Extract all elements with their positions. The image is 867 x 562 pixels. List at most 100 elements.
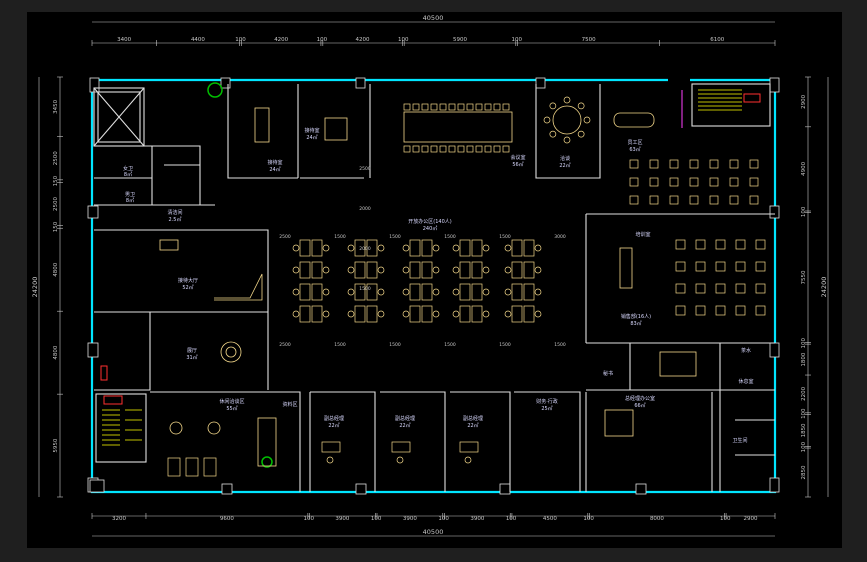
armchair <box>203 457 217 477</box>
chair <box>669 177 679 187</box>
chair <box>629 177 639 187</box>
chair <box>464 456 472 464</box>
chair <box>466 103 474 111</box>
dimension-label: 1500 <box>334 342 346 348</box>
dimension-label: 4900 <box>801 161 807 175</box>
dimension-label: 2500 <box>279 234 291 240</box>
dimension-label: 4800 <box>53 262 59 276</box>
chair <box>493 145 501 153</box>
dimension-label: 100 <box>438 516 449 522</box>
dimension-label: 2900 <box>801 94 807 108</box>
dimension-label: 3900 <box>403 516 417 522</box>
left-total-dim: 24200 <box>31 277 39 298</box>
chair <box>475 103 483 111</box>
dimension-label: 100 <box>235 37 246 43</box>
chair <box>457 145 465 153</box>
room-name-gm3: 副总经理 <box>463 415 483 422</box>
dimension-label: 2900 <box>744 516 758 522</box>
top-total-dim: 40500 <box>423 14 444 22</box>
room-name-open-office: 开放办公区(140人) <box>408 218 451 225</box>
dimension-label: 6100 <box>710 37 724 43</box>
desk <box>391 441 411 453</box>
chair <box>439 103 447 111</box>
room-area-open-office: 240㎡ <box>423 225 438 232</box>
chair <box>432 266 440 274</box>
chairs <box>167 96 766 477</box>
chair <box>475 145 483 153</box>
room-area-exhibition: 31㎡ <box>186 354 197 361</box>
dimension-label: 1500 <box>389 234 401 240</box>
chair <box>347 244 355 252</box>
chair <box>377 288 385 296</box>
room-area-toilet-m: 8㎡ <box>126 197 134 204</box>
chair <box>402 288 410 296</box>
chair <box>715 239 726 250</box>
desk <box>321 441 341 453</box>
chair <box>649 159 659 169</box>
dimension-label: 1500 <box>499 234 511 240</box>
chair <box>448 103 456 111</box>
chair <box>504 288 512 296</box>
dimension-label: 2200 <box>801 386 807 400</box>
chair <box>292 244 300 252</box>
room-name-lobby: 接待大厅 <box>178 277 198 284</box>
desk <box>459 441 479 453</box>
chair <box>402 266 410 274</box>
chair <box>669 159 679 169</box>
room-name-washroom: 清洁间 <box>167 209 182 216</box>
chair <box>292 266 300 274</box>
chair <box>729 159 739 169</box>
desk <box>421 305 433 323</box>
room-area-washroom: 2.5㎡ <box>169 216 182 223</box>
dimension-label: 4500 <box>543 516 557 522</box>
dimension-label: 100 <box>583 516 594 522</box>
armchair <box>167 457 181 477</box>
desk <box>299 239 311 257</box>
dimension-label: 2000 <box>359 206 371 212</box>
desk <box>523 283 535 301</box>
dimension-label: 2500 <box>53 151 59 165</box>
chair <box>534 310 542 318</box>
dimension-label: 100 <box>371 516 382 522</box>
right-total-dim: 24200 <box>820 277 828 298</box>
dimension-label: 8000 <box>650 516 664 522</box>
chair <box>326 456 334 464</box>
dimension-label: 2500 <box>359 166 371 172</box>
desk <box>421 261 433 279</box>
chair <box>709 177 719 187</box>
dimension-label: 1500 <box>359 286 371 292</box>
chair <box>322 288 330 296</box>
chair <box>729 177 739 187</box>
dimension-label: 100 <box>511 37 522 43</box>
room-area-reception: 24㎡ <box>306 134 317 141</box>
chair <box>484 103 492 111</box>
chair <box>439 145 447 153</box>
room-area-finance: 25㎡ <box>541 405 552 412</box>
dimension-label: 4800 <box>53 345 59 359</box>
chair <box>292 288 300 296</box>
dimension-label: 2500 <box>279 342 291 348</box>
desk <box>299 283 311 301</box>
room-name-secretary: 秘书 <box>603 370 613 377</box>
desk <box>366 261 378 279</box>
chair <box>675 261 686 272</box>
chair <box>629 159 639 169</box>
room-name-tea: 茶水 <box>741 347 751 354</box>
chair <box>432 244 440 252</box>
dimension-label: 100 <box>801 441 807 452</box>
chair <box>466 145 474 153</box>
chair <box>715 305 726 316</box>
chair <box>735 283 746 294</box>
chair <box>534 288 542 296</box>
room-area-round: 22㎡ <box>559 162 570 169</box>
chair <box>504 310 512 318</box>
chair <box>715 261 726 272</box>
chair <box>534 266 542 274</box>
dimension-ticks <box>57 40 811 519</box>
chair <box>403 103 411 111</box>
chair <box>675 239 686 250</box>
